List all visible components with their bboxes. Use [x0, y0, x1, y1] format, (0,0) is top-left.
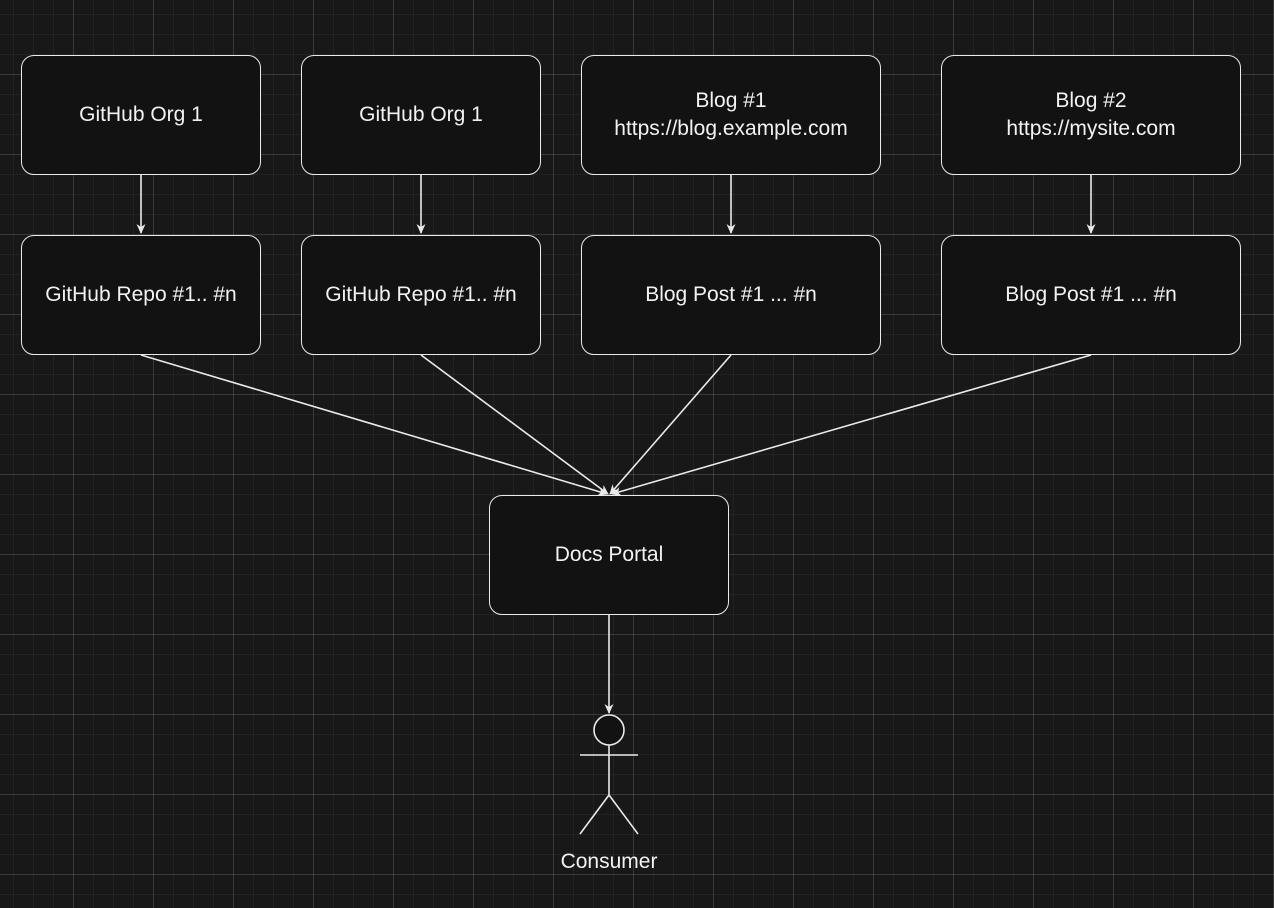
actor-head [593, 714, 625, 746]
node-blog-post-1[interactable]: Blog Post #1 ... #n [581, 235, 881, 355]
actor-leg-left [579, 794, 610, 835]
actor-label: Consumer [560, 850, 658, 873]
node-github-org-2[interactable]: GitHub Org 1 [301, 55, 541, 175]
node-label-line: Blog #2 [1055, 89, 1127, 112]
node-blog-2[interactable]: Blog #2 https://mysite.com [941, 55, 1241, 175]
actor-figure [579, 714, 639, 835]
node-label-line: https://blog.example.com [614, 117, 848, 140]
node-label-line: Docs Portal [554, 543, 664, 566]
node-label-line: GitHub Repo #1.. #n [45, 283, 237, 306]
edge-repo2-portal [420, 354, 609, 495]
node-label-line: Blog #1 [695, 89, 767, 112]
node-label-line: GitHub Org 1 [359, 103, 483, 126]
node-github-repo-2[interactable]: GitHub Repo #1.. #n [301, 235, 541, 355]
edge-post2-portal [611, 354, 1092, 496]
node-label-line: GitHub Repo #1.. #n [325, 283, 517, 306]
node-github-org-1[interactable]: GitHub Org 1 [21, 55, 261, 175]
node-label-line: https://mysite.com [1006, 117, 1176, 140]
node-blog-1[interactable]: Blog #1 https://blog.example.com [581, 55, 881, 175]
node-blog-post-2[interactable]: Blog Post #1 ... #n [941, 235, 1241, 355]
node-github-repo-1[interactable]: GitHub Repo #1.. #n [21, 235, 261, 355]
edge-post1-portal [609, 354, 732, 495]
node-label-line: GitHub Org 1 [79, 103, 203, 126]
edge-repo1-portal [140, 354, 608, 496]
node-label-line: Blog Post #1 ... #n [1005, 283, 1177, 306]
node-docs-portal[interactable]: Docs Portal [489, 495, 729, 615]
actor-leg-right [608, 794, 639, 835]
node-label-line: Blog Post #1 ... #n [645, 283, 817, 306]
